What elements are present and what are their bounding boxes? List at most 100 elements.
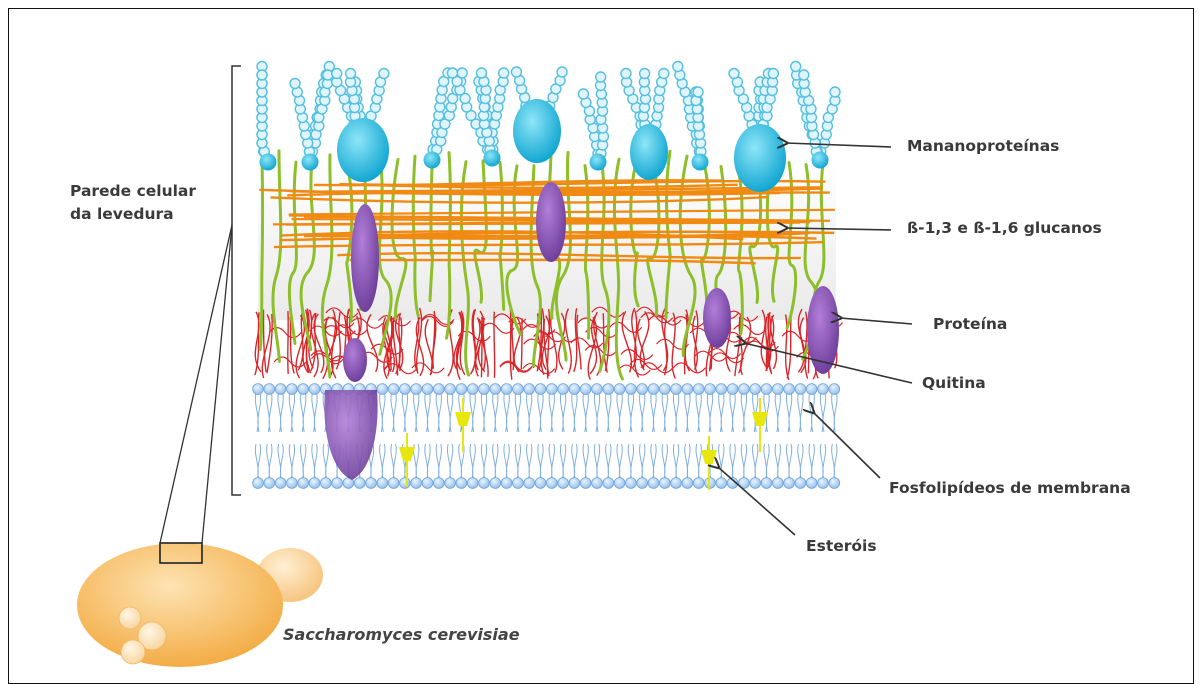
wall-protein [351, 204, 379, 312]
phospholipid-head [479, 478, 490, 489]
phospholipid-head [275, 384, 286, 395]
phospholipid-head [411, 384, 422, 395]
phospholipid-head [784, 384, 795, 395]
mannan-base [692, 154, 709, 171]
mannan-bead [693, 87, 703, 97]
phospholipid-head [275, 478, 286, 489]
phospholipid-head [253, 478, 264, 489]
phospholipid-head [682, 384, 693, 395]
phospholipid-head [264, 384, 275, 395]
phospholipid-head [535, 384, 546, 395]
phospholipid-head [400, 384, 411, 395]
mannan-bead [768, 69, 778, 79]
phospholipid-head [264, 478, 275, 489]
mannan-bead [332, 69, 342, 79]
phospholipid-head [739, 384, 750, 395]
phospholipid-head [614, 384, 625, 395]
phospholipid-head [772, 384, 783, 395]
phospholipid-head [603, 384, 614, 395]
phospholipid-head [513, 478, 524, 489]
phospholipid-head [298, 478, 309, 489]
mannan-bead [729, 69, 739, 79]
phospholipid-head [569, 384, 580, 395]
chitin-label: Quitina [922, 374, 986, 392]
phospholipid-head [535, 478, 546, 489]
phospholipid-head [309, 478, 320, 489]
phospholipid-head [637, 384, 648, 395]
phospholipid-head [558, 384, 569, 395]
phospholipid-head [592, 478, 603, 489]
cell-wall-label-line2: da levedura [70, 203, 196, 226]
mannan-bead [379, 69, 389, 79]
phospholipid-head [648, 478, 659, 489]
mannan-base [484, 150, 501, 167]
phospholipid-head [467, 478, 478, 489]
phospholipid-head [716, 384, 727, 395]
phospholipid-head [524, 478, 535, 489]
phospholipid-head [388, 384, 399, 395]
mannan-bead [659, 69, 669, 79]
mannan-base [590, 154, 607, 171]
phospholipid-head [806, 478, 817, 489]
mannan-base [302, 154, 319, 171]
phospholipid-head [761, 384, 772, 395]
cell-wall-label-line1: Parede celular [70, 180, 196, 203]
phospholipid-head [320, 478, 331, 489]
phospholipid-head [784, 478, 795, 489]
mannoprotein [513, 99, 561, 163]
phospholipid-head [411, 478, 422, 489]
glucans-label: ß-1,3 e ß-1,6 glucanos [907, 219, 1102, 237]
phospholipid-head [400, 478, 411, 489]
phospholipid-head [614, 478, 625, 489]
phospholipid-head [795, 478, 806, 489]
phospholipid-head [693, 478, 704, 489]
phospholipid-head [490, 478, 501, 489]
phospholipid-head [705, 384, 716, 395]
mannan-bead [799, 70, 809, 80]
phospholipid-head [818, 478, 829, 489]
phospholipid-head [456, 478, 467, 489]
mannan-bead [511, 67, 521, 77]
phospholipid-head [309, 384, 320, 395]
phospholipid-head [467, 384, 478, 395]
phospholipid-head [546, 384, 557, 395]
phospholipid-head [354, 478, 365, 489]
wall-bracket [232, 66, 241, 495]
phospholipid-head [761, 478, 772, 489]
mannoprotein [337, 118, 389, 182]
mannan-base [812, 152, 829, 169]
phospholipid-head [818, 384, 829, 395]
phospholipid-head [806, 384, 817, 395]
mannan-bead [346, 69, 356, 79]
transmembrane-protein [324, 390, 377, 480]
phospholipid-head [253, 384, 264, 395]
phospholipid-head [445, 478, 456, 489]
phospholipid-head [772, 478, 783, 489]
phospholipid-head [287, 478, 298, 489]
phospholipid-head [750, 478, 761, 489]
phospholipid-head [298, 384, 309, 395]
phospholipid-head [524, 384, 535, 395]
phospholipid-head [569, 478, 580, 489]
phospholipid-head [456, 384, 467, 395]
phospholipid-head [693, 384, 704, 395]
wall-protein [807, 286, 839, 374]
arrow-protein [840, 318, 912, 324]
arrow-mannoproteins [786, 143, 891, 147]
mannan-bead [476, 68, 486, 78]
phospholipid-head [580, 384, 591, 395]
mannan-base [260, 154, 277, 171]
wall-protein [703, 288, 731, 348]
phospholipid-head [513, 384, 524, 395]
membrane-layer [253, 384, 840, 489]
phospholipid-head [750, 384, 761, 395]
phospholipid-head [366, 478, 377, 489]
mannan-bead [830, 87, 840, 97]
mannan-bead [596, 72, 606, 82]
mannan-bead [673, 62, 683, 72]
species-label: Saccharomyces cerevisiae [283, 625, 520, 644]
phospholipid-head [603, 478, 614, 489]
phospholipid-head [501, 478, 512, 489]
phospholipids-label: Fosfolipídeos de membrana [889, 479, 1131, 497]
